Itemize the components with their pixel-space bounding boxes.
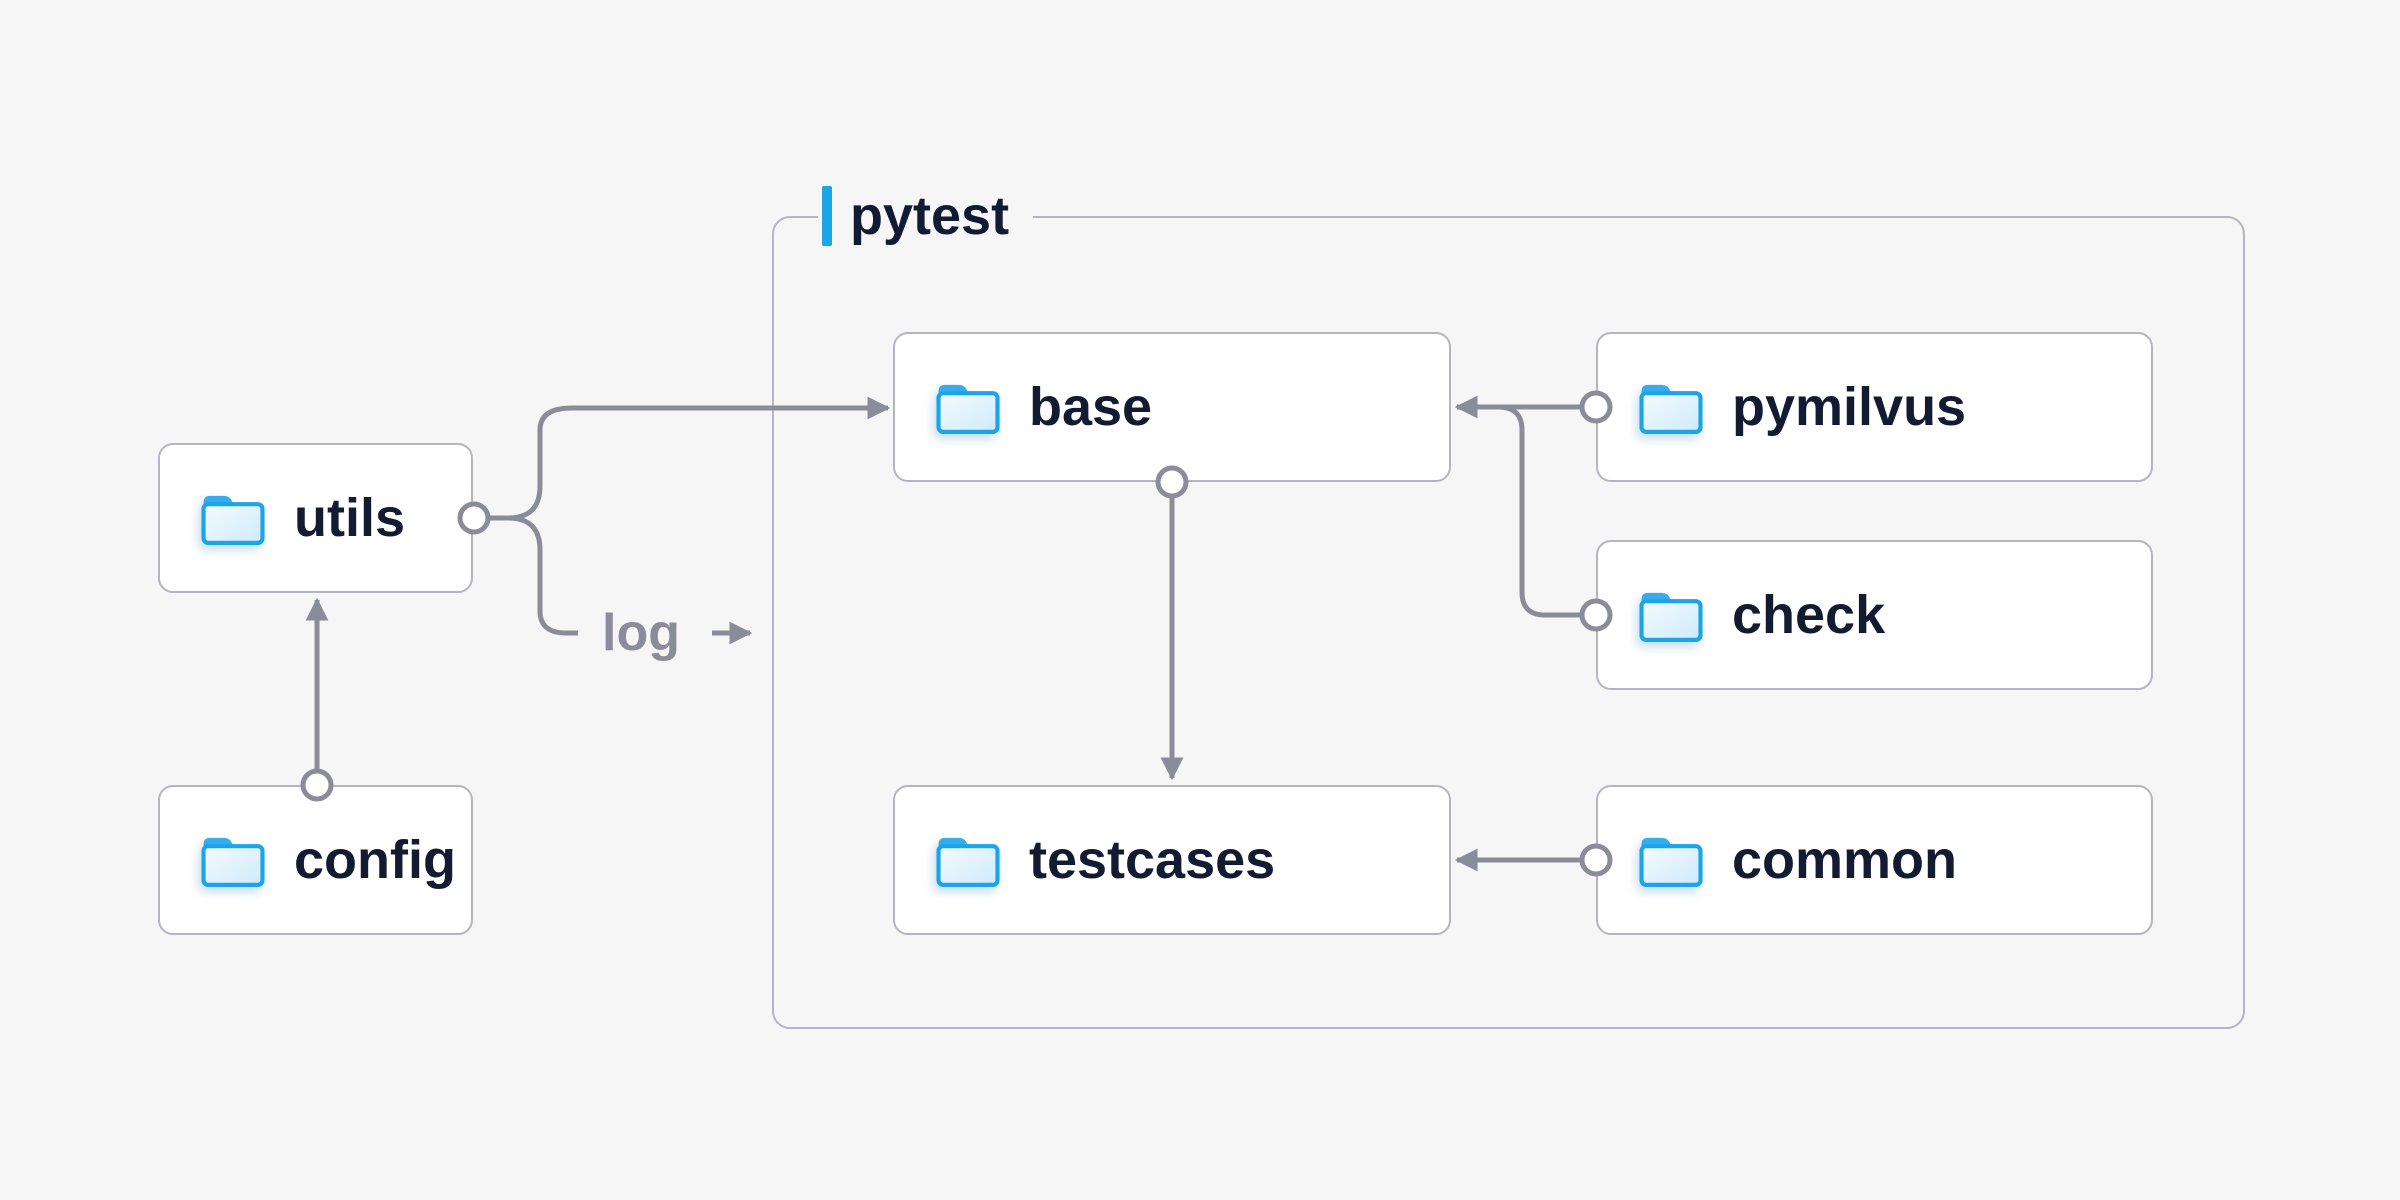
folder-icon <box>1636 586 1706 644</box>
accent-bar <box>822 186 832 246</box>
folder-icon <box>933 831 1003 889</box>
group-title: pytest <box>850 186 1010 246</box>
folder-icon <box>1636 831 1706 889</box>
edge-label-log: log <box>602 604 680 662</box>
node-label: config <box>294 830 456 890</box>
node-label: check <box>1732 585 1886 645</box>
node-label: utils <box>294 488 406 548</box>
node-label: testcases <box>1029 830 1276 890</box>
folder-icon <box>198 831 268 889</box>
folder-icon <box>198 489 268 547</box>
node-base: base <box>893 332 1451 482</box>
folder-icon <box>933 378 1003 436</box>
group-pytest-label: pytest <box>818 184 1034 248</box>
folder-icon <box>1636 378 1706 436</box>
node-utils: utils <box>158 443 473 593</box>
node-testcases: testcases <box>893 785 1451 935</box>
node-common: common <box>1596 785 2153 935</box>
node-pymilvus: pymilvus <box>1596 332 2153 482</box>
node-label: pymilvus <box>1732 377 1967 437</box>
node-label: base <box>1029 377 1153 437</box>
group-pytest <box>772 216 2245 1029</box>
node-config: config <box>158 785 473 935</box>
node-label: common <box>1732 830 1958 890</box>
edge-utils-to-log <box>476 515 578 636</box>
node-check: check <box>1596 540 2153 690</box>
